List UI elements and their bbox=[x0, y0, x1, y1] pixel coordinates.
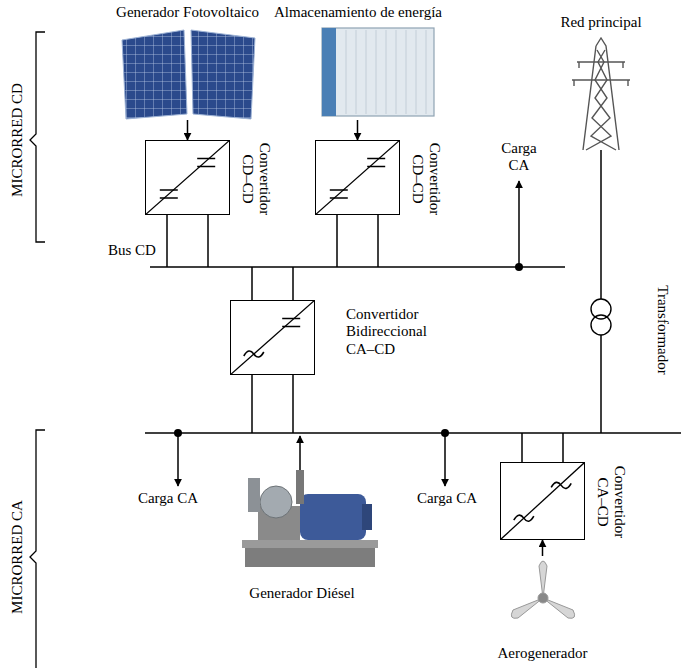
converter-box: Convertidor CD–CD bbox=[145, 140, 230, 215]
annotation-label: Carga CA bbox=[407, 490, 487, 507]
transmission-tower bbox=[572, 38, 630, 150]
component-name: Aerogenerador bbox=[484, 645, 601, 662]
component-figure: Almacenamiento de energía bbox=[265, 4, 451, 120]
junction-dot bbox=[441, 429, 449, 437]
component-figure: Generador Diésel bbox=[219, 452, 385, 602]
power-flow-arrow bbox=[357, 120, 359, 140]
annotation-label: Bus CD bbox=[108, 242, 156, 259]
annotation-label: Carga CA bbox=[492, 140, 546, 175]
component-name: Red principal bbox=[547, 14, 655, 31]
region-label: MICRORRED CD bbox=[9, 83, 26, 197]
junction-dot bbox=[174, 429, 182, 437]
converter-label: Convertidor CA–CD bbox=[594, 461, 629, 543]
solar-panels bbox=[122, 30, 255, 119]
component-figure: Generador Fotovoltaico bbox=[109, 4, 266, 120]
power-flow-arrow bbox=[187, 120, 189, 140]
component-figure: Red principal bbox=[547, 14, 655, 150]
converter-symbol bbox=[315, 140, 400, 215]
converter-symbol bbox=[145, 140, 230, 215]
component-figure: Aerogenerador bbox=[484, 556, 601, 662]
converter-symbol bbox=[230, 300, 315, 375]
diesel-generator bbox=[242, 470, 378, 567]
converter-label: Convertidor Bidireccional CA–CD bbox=[346, 306, 446, 358]
annotation-label: Carga CA bbox=[128, 490, 208, 507]
junction-dot bbox=[515, 263, 523, 271]
transformer-symbol bbox=[591, 299, 611, 335]
storage-container bbox=[322, 28, 434, 116]
converter-label: Convertidor CD–CD bbox=[409, 138, 444, 220]
component-name: Generador Diésel bbox=[219, 585, 385, 602]
converter-label: Convertidor CD–CD bbox=[239, 138, 274, 220]
power-flow-arrow bbox=[542, 540, 544, 556]
component-name: Generador Fotovoltaico bbox=[109, 4, 266, 21]
wind-turbine-rotor bbox=[511, 561, 574, 618]
converter-box: Convertidor CD–CD bbox=[315, 140, 400, 215]
converter-box: Convertidor Bidireccional CA–CD bbox=[230, 300, 315, 375]
region-bracket bbox=[30, 32, 45, 668]
converter-box: Convertidor CA–CD bbox=[500, 462, 585, 540]
component-name: Almacenamiento de energía bbox=[265, 4, 451, 21]
region-label: Transformador bbox=[653, 285, 670, 374]
region-label: MICRORRED CA bbox=[9, 500, 26, 614]
converter-symbol bbox=[500, 462, 585, 540]
